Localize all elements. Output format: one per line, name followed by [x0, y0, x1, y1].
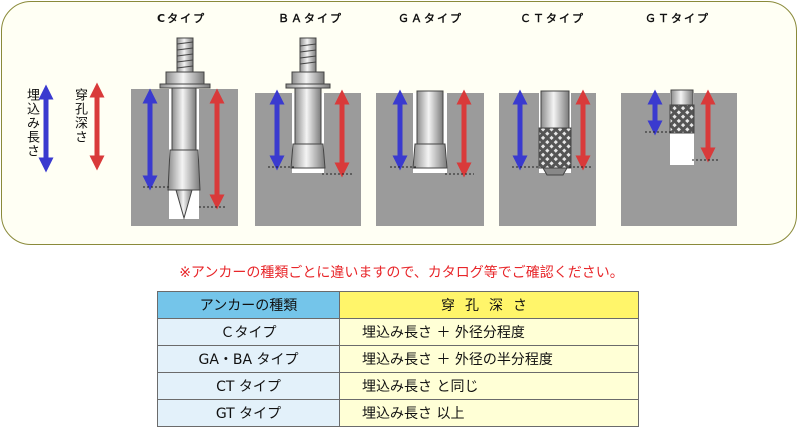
- table-row: CT タイプ 埋込み長さ と同じ: [157, 372, 639, 400]
- table-header-row: アンカーの種類 穿孔深さ: [157, 291, 639, 319]
- anchor-title-c: Cタイプ: [157, 12, 207, 25]
- ba-type-illustration: [255, 37, 361, 226]
- header-drill-depth: 穿孔深さ: [339, 291, 639, 319]
- header-anchor-type: アンカーの種類: [157, 291, 340, 319]
- drill-depth-table: アンカーの種類 穿孔深さ Ｃタイプ 埋込み長さ ＋ 外径分程度 GA・BA タイ…: [157, 291, 639, 427]
- row-depth-cell: 埋込み長さ と同じ: [339, 372, 639, 400]
- row-type-cell: Ｃタイプ: [157, 318, 340, 346]
- c-type-illustration: [131, 37, 238, 226]
- anchor-title-ct: ＣＴタイプ: [520, 12, 585, 25]
- row-depth-cell: 埋込み長さ 以上: [339, 399, 639, 427]
- row-type-cell: CT タイプ: [157, 372, 340, 400]
- anchor-title-gt: ＧＴタイプ: [645, 12, 710, 25]
- table-row: GT タイプ 埋込み長さ 以上: [157, 399, 639, 427]
- notice-text: ※アンカーの種類ごとに違いますので、カタログ等でご確認ください。: [179, 265, 624, 281]
- row-type-cell: GA・BA タイプ: [157, 345, 340, 373]
- ga-type-illustration: [376, 89, 484, 226]
- legend-embed-length-label: 埋込み長さ: [24, 88, 39, 158]
- anchor-title-ba: ＢＡタイプ: [278, 12, 343, 25]
- ct-type-illustration: [499, 89, 596, 226]
- table-row: Ｃタイプ 埋込み長さ ＋ 外径分程度: [157, 318, 639, 346]
- anchor-illustrations: [38, 37, 737, 226]
- anchor-title-ga: ＧＡタイプ: [398, 12, 463, 25]
- row-type-cell: GT タイプ: [157, 399, 340, 427]
- gt-type-illustration: [621, 89, 737, 226]
- row-depth-cell: 埋込み長さ ＋ 外径分程度: [339, 318, 639, 346]
- table-row: GA・BA タイプ 埋込み長さ ＋ 外径の半分程度: [157, 345, 639, 373]
- row-depth-cell: 埋込み長さ ＋ 外径の半分程度: [339, 345, 639, 373]
- legend-drill-depth-label: 穿孔深さ: [72, 88, 87, 144]
